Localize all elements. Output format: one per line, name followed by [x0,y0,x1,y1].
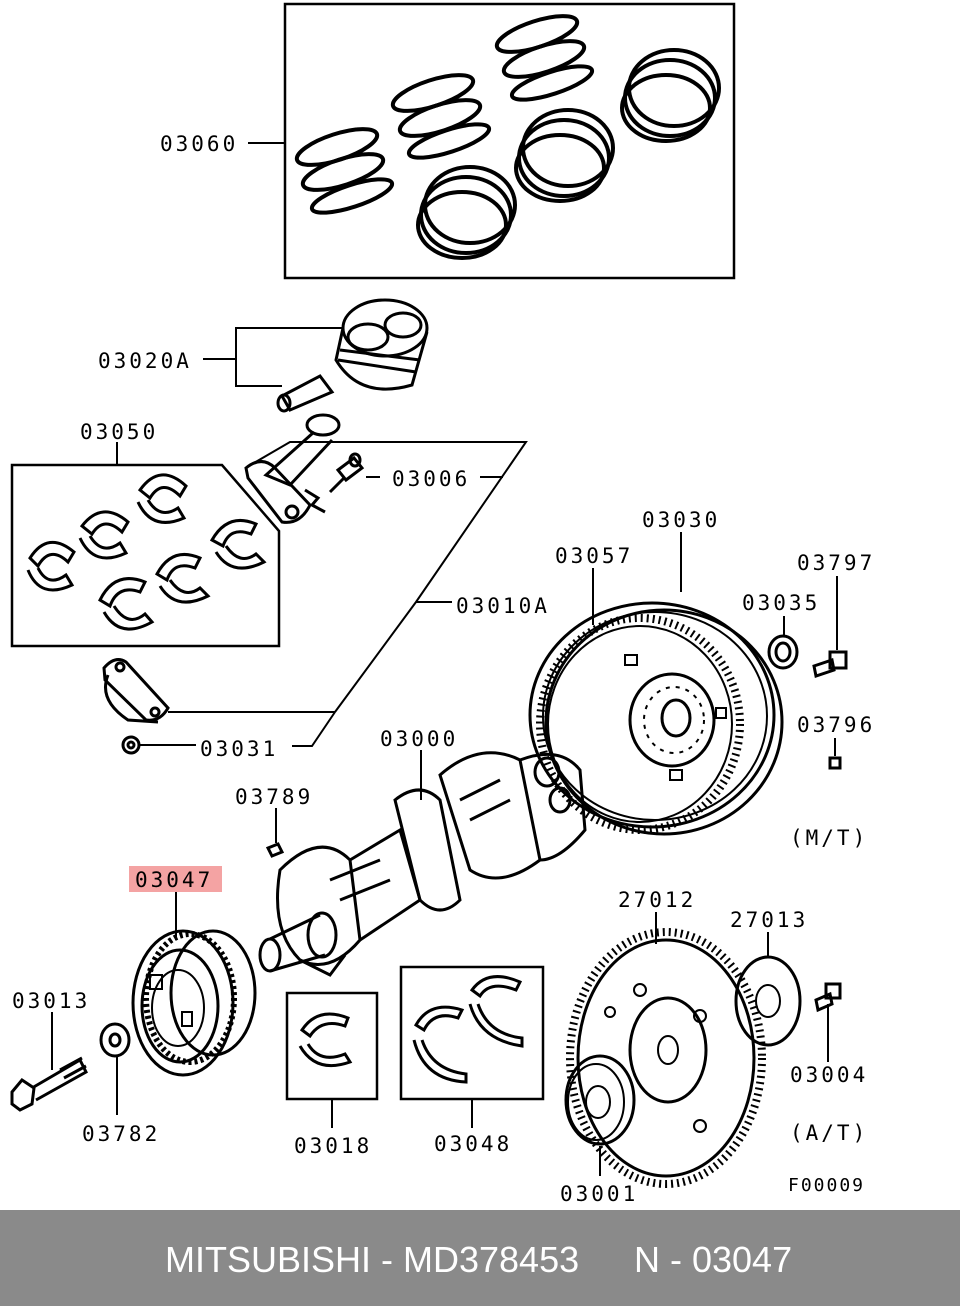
bushing-illustration [767,634,799,670]
label-main-bearing: 03018 [294,1134,372,1158]
label-washer: 03782 [82,1122,160,1146]
footer-brand-part: MITSUBISHI - MD378453 [165,1239,580,1280]
connecting-rod-illustration [244,413,365,524]
label-crankshaft: 03000 [380,727,458,751]
label-piston-rings: 03060 [160,132,238,156]
label-bushing: 03035 [742,591,820,615]
label-rod-bolt: 03006 [392,467,470,491]
label-connecting-rod: 03010A [456,594,550,618]
piston-illustration [276,298,429,413]
label-drive-plate: 27012 [618,888,696,912]
parts-diagram: 03060 03020A 03050 03006 03010A 03031 03… [10,2,875,1206]
label-pulley-bolt: 03013 [12,989,90,1013]
pulley-illustration [131,929,257,1077]
label-thrust-bearing: 03048 [434,1132,512,1156]
label-key: 03789 [235,785,313,809]
label-at: (A/T) [790,1121,868,1145]
piston-rings-illustration [294,14,721,260]
drive-plate-bolt-illustration [814,982,842,1013]
rod-cap-illustration [102,658,170,755]
footer-bar: MITSUBISHI - MD378453 N - 03047 [0,1210,960,1306]
label-adapter: 03001 [560,1182,638,1206]
plate-adapter-illustration [734,955,802,1047]
pin-illustration [828,756,842,770]
thrust-bearing-illustration [412,975,524,1084]
label-pulley: 03047 [135,868,213,892]
flywheel-bolt-illustration [812,650,848,678]
crankshaft-illustration [258,751,587,977]
footer-ref: N - 03047 [634,1239,793,1280]
bearing-shells-illustration [26,473,267,631]
pulley-bolt-illustration [10,1056,88,1112]
label-bearings-set: 03050 [80,420,158,444]
label-flywheel: 03030 [642,508,720,532]
label-pin: 03796 [797,713,875,737]
adapter-illustration [564,1054,636,1146]
label-drive-plate-bolt: 03004 [790,1063,868,1087]
main-bearing-illustration [298,1012,353,1067]
washer-illustration [99,1022,131,1058]
label-flywheel-bolt: 03797 [797,551,875,575]
thrust-bearing-box [399,965,545,1101]
label-piston: 03020A [98,349,192,373]
bearings-set-box [10,463,281,648]
flywheel-illustration [528,601,784,836]
label-ring-gear: 03057 [555,544,633,568]
label-rod-cap: 03031 [200,737,278,761]
key-illustration [265,842,285,858]
figure-code: F00009 [788,1175,865,1196]
piston-rings-box [283,2,736,280]
label-mt: (M/T) [790,826,868,850]
drive-plate-illustration [566,928,766,1188]
label-plate-adapter: 27013 [730,908,808,932]
highlight-box [129,866,222,892]
